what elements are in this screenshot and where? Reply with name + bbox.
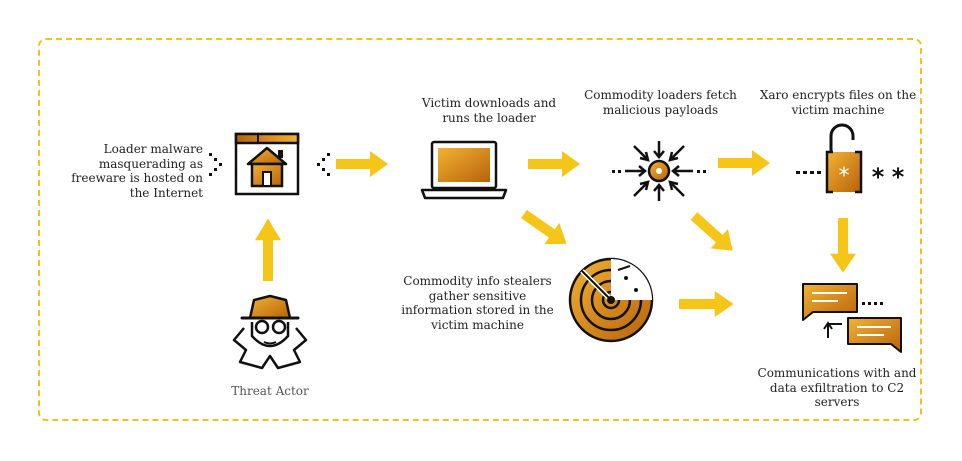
radar-icon bbox=[568, 257, 654, 343]
svg-text:*: * bbox=[839, 164, 850, 189]
house-browser-icon bbox=[234, 132, 300, 196]
spy-hacker-icon bbox=[232, 294, 308, 370]
open-padlock-icon: * * * bbox=[796, 123, 905, 194]
label-communications: Communications with and data exfiltratio… bbox=[757, 366, 917, 409]
arrow-stealers-to-c2 bbox=[679, 291, 734, 317]
svg-text:*: * bbox=[872, 163, 885, 191]
arrow-actor-to-website bbox=[255, 218, 281, 281]
label-loader-malware: Loader malware masquerading as freeware … bbox=[71, 142, 203, 200]
label-threat-actor: Threat Actor bbox=[231, 384, 309, 398]
converging-target-icon bbox=[612, 141, 706, 201]
laptop-icon bbox=[420, 140, 508, 200]
signal-dots-right bbox=[317, 153, 330, 176]
chat-bubbles-icon bbox=[802, 283, 902, 353]
diagram-frame bbox=[38, 38, 922, 421]
arrow-loaders-to-c2 bbox=[685, 206, 742, 261]
arrow-website-to-laptop bbox=[336, 151, 388, 177]
label-commodity-loaders: Commodity loaders fetch malicious payloa… bbox=[584, 88, 737, 117]
arrow-laptop-to-loaders bbox=[528, 151, 580, 177]
signal-dots-left bbox=[209, 153, 222, 176]
label-xaro-encrypts: Xaro encrypts files on the victim machin… bbox=[759, 88, 917, 117]
arrow-laptop-to-stealers bbox=[516, 203, 575, 255]
arrow-xaro-to-c2 bbox=[830, 218, 856, 273]
svg-text:*: * bbox=[892, 163, 905, 191]
label-info-stealers: Commodity info stealers gather sensitive… bbox=[401, 274, 554, 332]
arrow-loaders-to-xaro bbox=[718, 150, 770, 176]
label-victim-downloads: Victim downloads and runs the loader bbox=[421, 96, 557, 125]
